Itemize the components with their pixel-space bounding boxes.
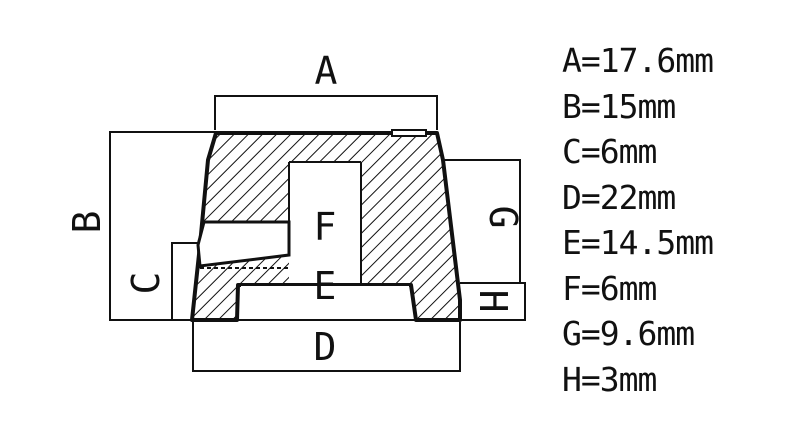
spec-h: H=3mm <box>562 359 657 399</box>
center-bore <box>289 162 361 283</box>
dimension-lines <box>109 95 526 372</box>
spec-b: B=15mm <box>562 86 676 126</box>
spec-e: E=14.5mm <box>562 223 714 262</box>
label-b: B <box>65 211 109 234</box>
label-e: E <box>314 264 337 308</box>
label-f: F <box>314 205 337 249</box>
label-a: A <box>315 49 338 93</box>
spec-g: G=9.6mm <box>562 314 695 353</box>
label-g: G <box>481 206 525 229</box>
spec-c: C=6mm <box>562 132 657 171</box>
spec-d: D=22mm <box>562 177 676 217</box>
label-c: C <box>124 272 168 295</box>
dimension-spec-list: A=17.6mm B=15mm C=6mm D=22mm E=14.5mm F=… <box>562 38 714 402</box>
spec-f: F=6mm <box>562 268 657 308</box>
knob-body <box>190 129 462 322</box>
spec-a: A=17.6mm <box>562 41 714 80</box>
label-h: H <box>471 290 515 313</box>
label-d: D <box>314 325 337 369</box>
set-screw-hole <box>196 220 291 268</box>
